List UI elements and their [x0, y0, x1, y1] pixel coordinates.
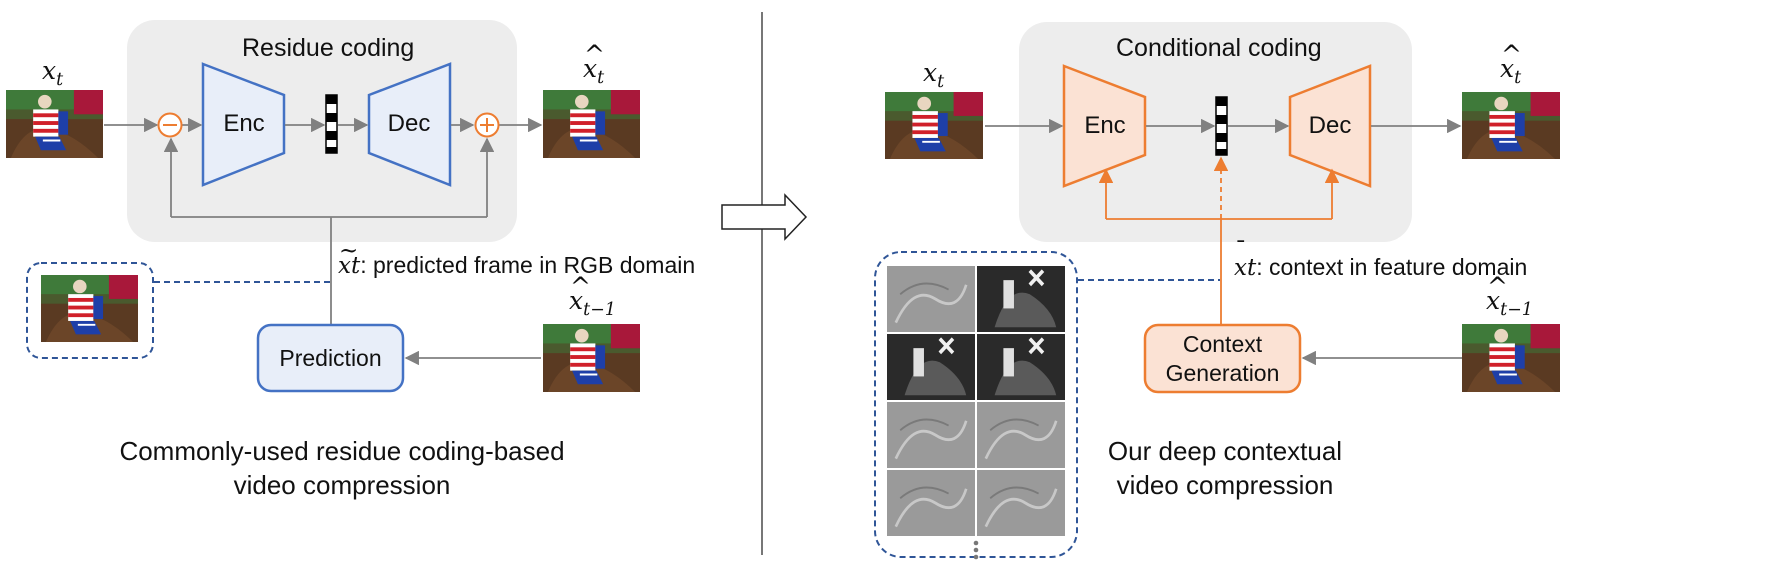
input-frame-symbol-left: xt: [42, 56, 64, 91]
reference-frame-symbol-right: x^t−1: [1486, 272, 1533, 321]
left-caption-line-1: Commonly-used residue coding-based: [119, 436, 565, 466]
residue-decoder-label: Dec: [387, 110, 431, 137]
right-caption-line-2: video compression: [1116, 470, 1334, 501]
predicted-frame-thumbnail: [41, 275, 138, 342]
right-caption-line-1: Our deep contextual: [1107, 436, 1343, 466]
add-operator-icon: [474, 112, 500, 138]
transition-arrow-icon: [721, 193, 808, 241]
feature-map-grid: [886, 266, 1066, 538]
residue-encoder-shape: [201, 62, 286, 187]
residue-latent-bar: [325, 94, 338, 154]
context-caption: x¯t: context in feature domain: [1234, 238, 1528, 281]
conditional-coding-title: Conditional coding: [1116, 34, 1322, 62]
reconstructed-frame-thumbnail-left: [543, 90, 640, 158]
conditional-decoder-shape: [1288, 64, 1372, 188]
prediction-label: Prediction: [279, 344, 382, 371]
reconstructed-frame-symbol-left: x^t: [583, 40, 605, 89]
context-generation-label: Context Generation: [1145, 325, 1300, 392]
reference-frame-thumbnail-left: [543, 324, 640, 392]
conditional-encoder-label: Enc: [1084, 112, 1126, 139]
reconstructed-frame-symbol-right: x^t: [1500, 40, 1522, 89]
reconstructed-frame-thumbnail-right: [1462, 92, 1560, 159]
reference-frame-symbol-left: x^t−1: [569, 272, 616, 321]
predicted-frame-caption: x~t: predicted frame in RGB domain: [338, 238, 696, 279]
reference-frame-thumbnail-right: [1462, 324, 1560, 392]
residue-decoder-shape: [367, 62, 452, 187]
left-caption-line-2: video compression: [233, 470, 451, 501]
input-frame-thumbnail-right: [885, 92, 983, 159]
context-generation-line-2: Generation: [1165, 359, 1280, 386]
conditional-latent-bar: [1215, 96, 1228, 156]
context-generation-box: [1143, 323, 1302, 394]
residue-coding-title: Residue coding: [242, 34, 415, 62]
subtract-operator-icon: [157, 112, 183, 138]
conditional-encoder-shape: [1062, 64, 1147, 188]
right-caption: Our deep contextual video compression: [1080, 434, 1370, 503]
feature-maps-dashed-box: [874, 251, 1078, 558]
left-caption: Commonly-used residue coding-based video…: [116, 434, 568, 503]
more-items-ellipsis-icon: [973, 540, 979, 560]
predicted-frame-dashed-box: [26, 262, 154, 359]
conditional-decoder-label: Dec: [1308, 112, 1352, 139]
input-frame-thumbnail-left: [6, 90, 103, 158]
context-generation-line-1: Context: [1182, 330, 1263, 357]
residue-encoder-label: Enc: [223, 110, 265, 137]
prediction-box: [256, 323, 405, 393]
input-frame-symbol-right: xt: [923, 58, 945, 93]
